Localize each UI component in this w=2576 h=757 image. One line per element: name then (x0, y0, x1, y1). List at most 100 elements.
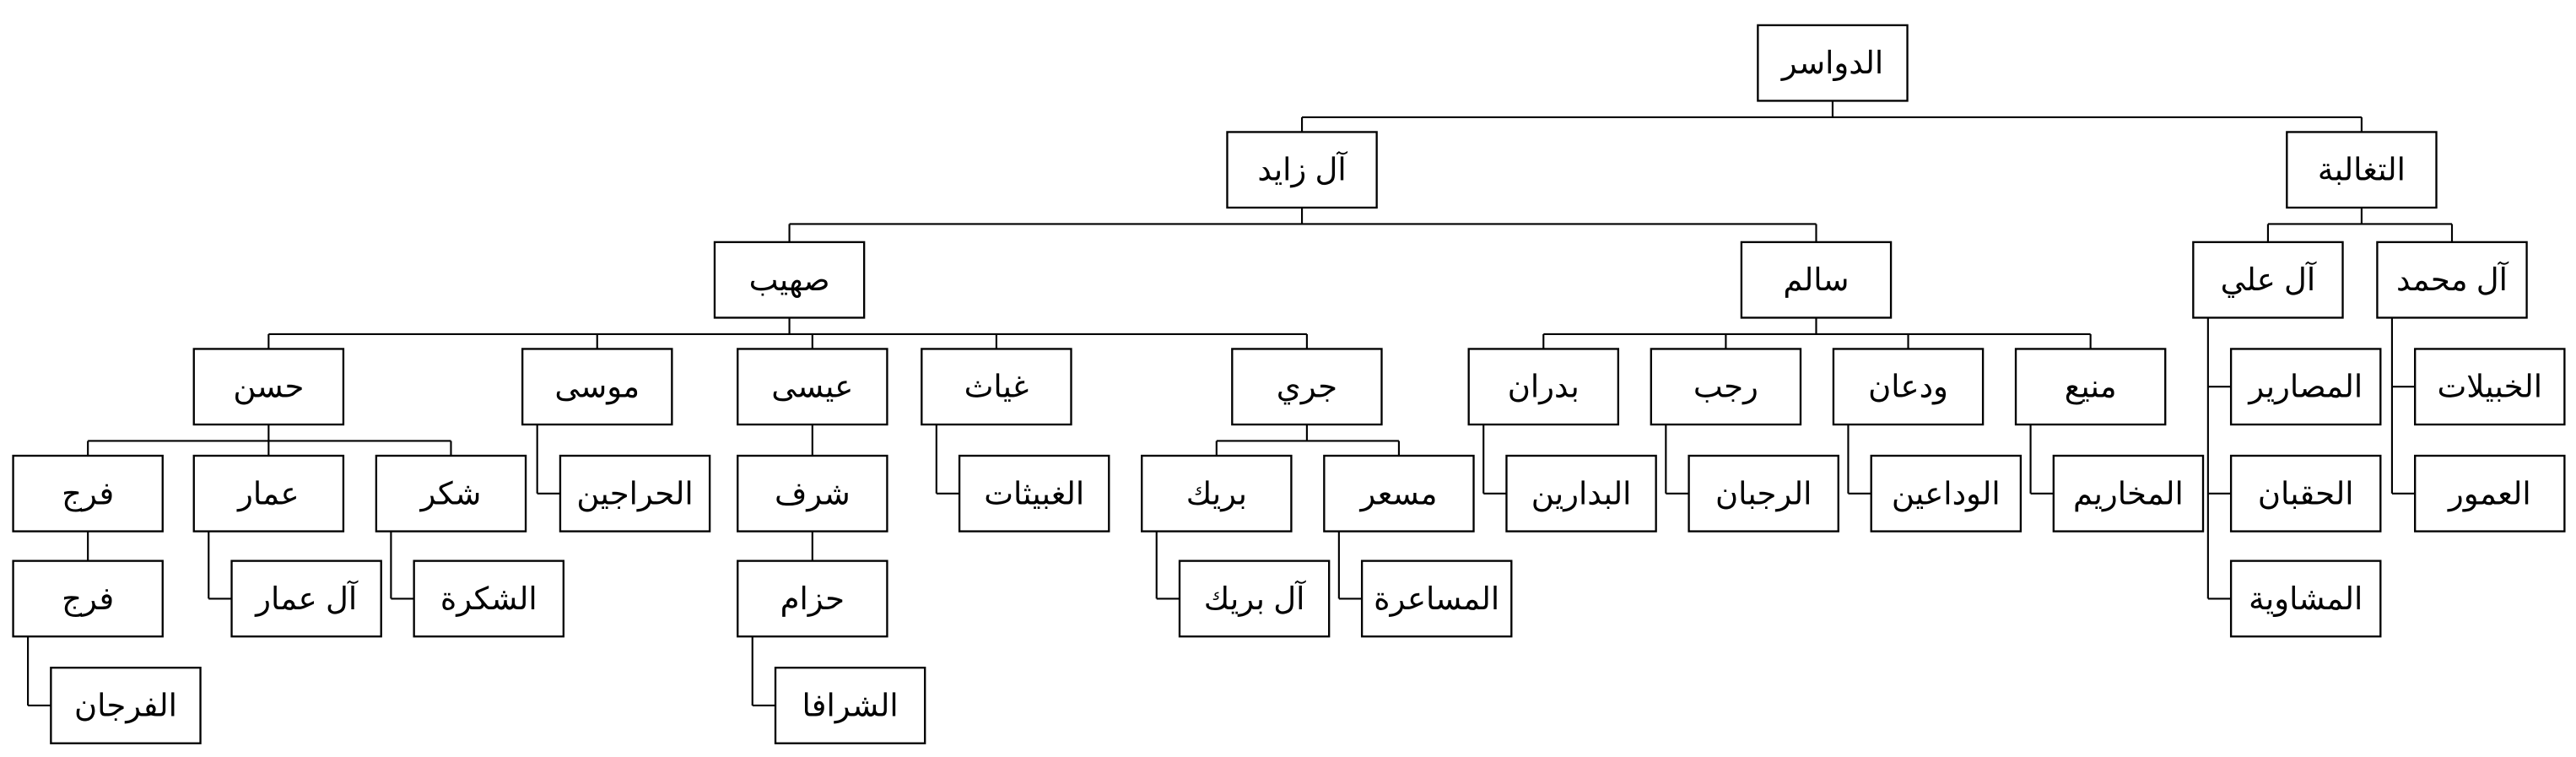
tree-node-hizam: حزام (737, 560, 888, 638)
tree-node-badran: بدران (1467, 348, 1620, 426)
node-label: آل محمد (2396, 261, 2509, 297)
node-box (921, 348, 1072, 426)
node-box (2229, 560, 2382, 638)
node-label: صهيب (749, 262, 830, 299)
tree-node-isa: عيسى (737, 348, 888, 426)
tree-node-manie: منيع (2014, 348, 2167, 426)
node-label: شكر (419, 476, 482, 512)
node-label: الشرافا (802, 688, 899, 724)
node-box (2229, 454, 2382, 533)
tree-node-ammar: عمار (192, 454, 345, 533)
tree-node-mashawiya: المشاوية (2229, 560, 2382, 638)
node-label: المشاوية (2249, 581, 2363, 618)
tree-node-badarin: البدارين (1505, 454, 1657, 533)
node-box (2014, 348, 2167, 426)
connector-lines (27, 100, 2454, 707)
node-box (192, 454, 345, 533)
tree-node-faraj1: فرج (12, 454, 164, 533)
tree-node-wadaan: ودعان (1832, 348, 1985, 426)
node-box (375, 454, 527, 533)
node-label: مسعر (1358, 476, 1437, 512)
node-box (1141, 454, 1293, 533)
node-box (737, 560, 888, 638)
node-label: آل علي (2221, 261, 2317, 298)
node-label: الخبيلات (2437, 370, 2542, 404)
node-box (2192, 241, 2344, 319)
node-label: بريك (1186, 476, 1247, 512)
tree-node-rajban: الرجبان (1688, 454, 1839, 533)
node-label: الرجبان (1715, 476, 1812, 512)
tree-node-taghaliba: التغالبة (2286, 131, 2438, 209)
tree-node-faraj2: فرج (12, 560, 164, 638)
node-box (1323, 454, 1475, 533)
tree-node-ghiyath: غياث (921, 348, 1072, 426)
node-box (1832, 348, 1985, 426)
node-box (2229, 348, 2382, 426)
node-box (1467, 348, 1620, 426)
node-label: بدران (1508, 370, 1580, 406)
node-label: حزام (780, 581, 845, 618)
tree-node-haqban: الحقبان (2229, 454, 2382, 533)
tree-node-salem: سالم (1740, 241, 1893, 319)
node-label: الدواسر (1780, 46, 1884, 82)
tree-node-harajin: الحراجين (559, 454, 711, 533)
node-box (559, 454, 711, 533)
node-label: المخاريم (2073, 476, 2184, 512)
node-label: عيسى (771, 370, 853, 404)
tree-node-shukra: الشكرة (413, 560, 565, 638)
node-label: رجب (1693, 370, 1758, 406)
node-box (958, 454, 1110, 533)
node-box (2286, 131, 2438, 209)
node-label: جري (1277, 370, 1337, 406)
tree-node-muhammad: آل محمد (2376, 241, 2528, 319)
node-label: فرج (62, 476, 114, 512)
node-label: الغبيثات (984, 476, 1084, 511)
node-label: غياث (964, 370, 1029, 404)
tree-node-wadaeen: الوداعين (1870, 454, 2022, 533)
node-label: آل بريك (1204, 580, 1306, 618)
node-label: الحراجين (576, 476, 693, 512)
node-label: سالم (1783, 262, 1849, 298)
node-box (737, 454, 888, 533)
tree-node-barik: بريك (1141, 454, 1293, 533)
node-box (1740, 241, 1893, 319)
node-label: شرف (775, 476, 851, 512)
node-label: عمار (236, 476, 300, 512)
node-box (1870, 454, 2022, 533)
tree-node-rajab: رجب (1650, 348, 1802, 426)
tree-node-ali: آل علي (2192, 241, 2344, 319)
node-box (521, 348, 673, 426)
tree-node-masarir: المصارير (2229, 348, 2382, 426)
node-label: البدارين (1531, 476, 1632, 512)
tree-node-zayed: آل زايد (1226, 131, 1378, 209)
node-label: موسى (554, 370, 640, 406)
node-box (413, 560, 565, 638)
tree-node-shukr: شكر (375, 454, 527, 533)
tree-nodes: الدواسر آل زايد التغالبة صهيب سالم آل علي آل م… (12, 24, 2566, 744)
node-label: الشكرة (440, 581, 537, 618)
tree-node-farajan: الفرجان (50, 667, 202, 744)
tree-node-ghubaithat: الغبيثات (958, 454, 1110, 533)
node-box (2376, 241, 2528, 319)
node-box (1226, 131, 1378, 209)
node-box (2414, 454, 2566, 533)
tree-node-al-ammar: آل عمار (230, 560, 382, 638)
node-label: الحقبان (2258, 476, 2354, 511)
node-label: آل عمار (254, 580, 359, 618)
node-label: فرج (62, 581, 114, 618)
node-label: المساعرة (1374, 581, 1499, 618)
node-box (192, 348, 345, 426)
node-label: حسن (233, 370, 304, 406)
node-box (1757, 24, 1909, 102)
tree-node-khubailat: الخبيلات (2414, 348, 2566, 426)
tree-node-sharaf: شرف (737, 454, 888, 533)
node-label: الفرجان (74, 688, 177, 724)
tree-node-hasan: حسن (192, 348, 345, 426)
node-box (1505, 454, 1657, 533)
node-label: العمور (2447, 476, 2531, 512)
tree-node-musir: مسعر (1323, 454, 1475, 533)
node-box (12, 560, 164, 638)
node-label: ودعان (1868, 370, 1948, 406)
tree-node-sharafa: الشرافا (774, 667, 926, 744)
